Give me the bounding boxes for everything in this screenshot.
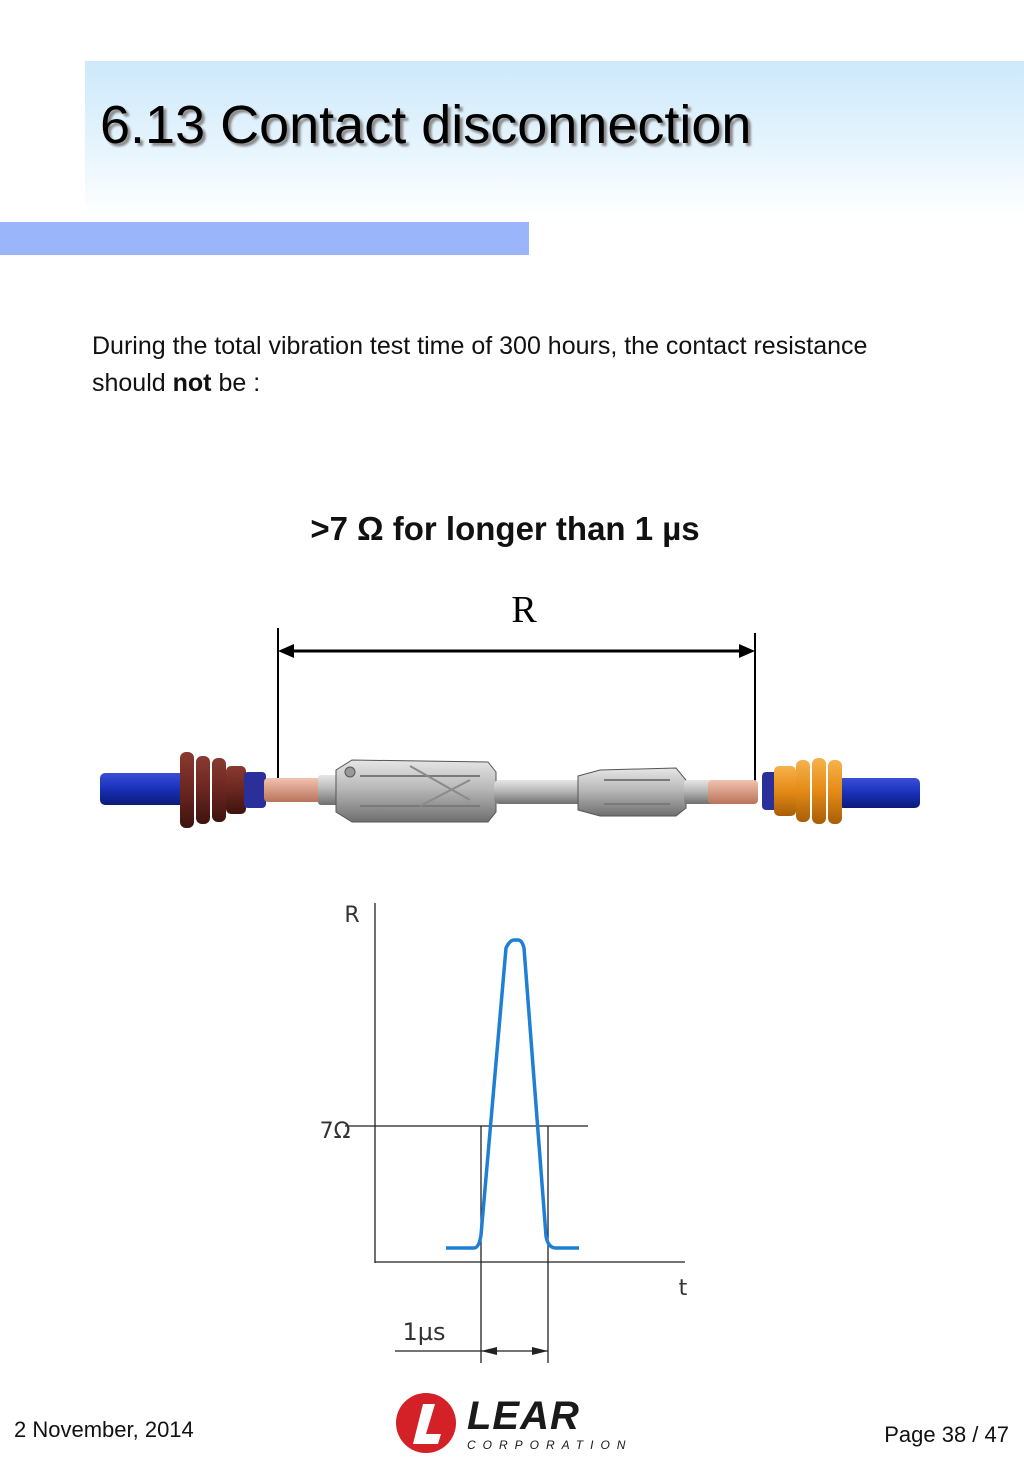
male-terminal [577, 767, 687, 817]
duration-label: 1µs [402, 1318, 445, 1346]
intro-text-start: During the total vibration test time of … [92, 332, 868, 397]
left-wire [100, 773, 190, 805]
spec-requirement: >7 Ω for longer than 1 µs [310, 510, 700, 547]
intro-paragraph: During the total vibration test time of … [92, 328, 922, 402]
logo-subtitle: CORPORATION [467, 1438, 633, 1452]
female-terminal [335, 759, 497, 823]
title-accent-bar [0, 222, 529, 255]
connector-illustration [100, 752, 920, 828]
crimp-right [684, 780, 758, 804]
slide-title: 6.13 Contact disconnection [100, 95, 752, 155]
title-band [85, 61, 1024, 216]
threshold-label: 7Ω [320, 1119, 351, 1144]
pulse-curve [446, 938, 579, 1250]
lear-emblem-icon [396, 1393, 456, 1453]
crimp-left [264, 775, 340, 805]
x-axis-label: t [679, 1276, 688, 1301]
footer-date: 2 November, 2014 [14, 1417, 194, 1442]
lear-logo: LEAR CORPORATION [393, 1390, 633, 1460]
pulse-graph: R t 7Ω 1µs [320, 903, 688, 1363]
right-wire [838, 778, 920, 808]
right-seal [762, 758, 842, 824]
footer-page-number: Page 38 / 47 [884, 1422, 1009, 1447]
intro-text-bold: not [172, 369, 212, 397]
logo-name: LEAR [467, 1394, 580, 1438]
intro-text-end: be : [211, 369, 261, 397]
y-axis-label: R [344, 903, 359, 928]
resistance-dimension: R [277, 589, 756, 790]
male-pin [494, 780, 582, 804]
dimension-label: R [511, 589, 537, 631]
left-seal [180, 752, 266, 828]
